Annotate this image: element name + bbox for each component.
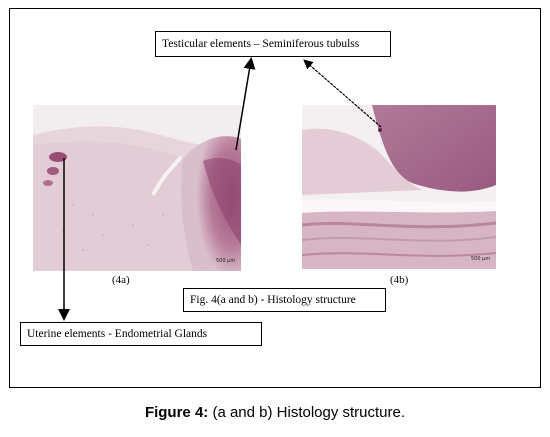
- uterine-label: Uterine elements - Endometrial Glands: [20, 322, 262, 346]
- caption-text: (a and b) Histology structure.: [208, 404, 406, 421]
- figure-frame: [9, 8, 541, 388]
- figure-label: Fig. 4(a and b) - Histology structure: [183, 288, 386, 312]
- panel-label-4a: (4a): [112, 274, 130, 286]
- testicular-label: Testicular elements – Seminiferous tubul…: [155, 31, 391, 57]
- scale-bar-4a: 500 µm: [216, 258, 236, 264]
- micrograph-4a: [33, 105, 241, 271]
- scale-bar-4b: 500 µm: [471, 256, 491, 262]
- panel-label-4b: (4b): [390, 274, 409, 286]
- micrograph-4b: [302, 105, 496, 269]
- figure-caption: Figure 4: (a and b) Histology structure.: [0, 404, 550, 421]
- caption-prefix: Figure 4:: [144, 404, 209, 421]
